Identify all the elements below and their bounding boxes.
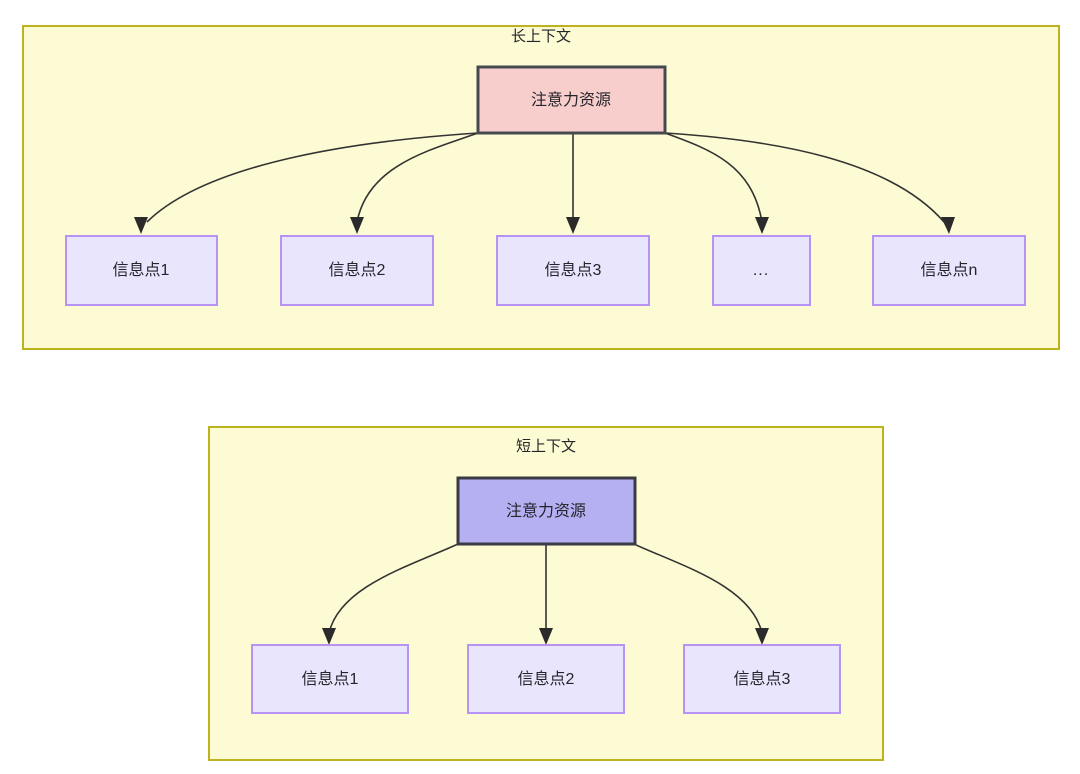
- arrowhead-short-info-1: [322, 628, 336, 645]
- arrowhead-short-info-3: [755, 628, 769, 645]
- long-context-info-label-3: 信息点3: [545, 261, 602, 279]
- short-context-info-node-1[interactable]: 信息点1: [251, 644, 409, 714]
- short-context-info-label-3: 信息点3: [734, 670, 791, 688]
- long-context-info-label-ellipsis: ...: [753, 262, 769, 279]
- edge-short-attention-to-info-1: [328, 543, 459, 634]
- arrowhead-short-info-2: [539, 628, 553, 645]
- long-context-group: 长上下文 注意: [22, 25, 1060, 350]
- short-context-info-label-1: 信息点1: [302, 670, 359, 688]
- short-context-edges: [322, 543, 769, 645]
- long-context-attention-rect[interactable]: [476, 65, 667, 135]
- long-context-info-node-1[interactable]: 信息点1: [65, 235, 218, 306]
- long-context-info-label-1: 信息点1: [113, 261, 170, 279]
- edge-attention-to-info-ellipsis: [664, 132, 763, 223]
- long-context-info-node-2[interactable]: 信息点2: [280, 235, 434, 306]
- long-context-info-node-n[interactable]: 信息点n: [872, 235, 1026, 306]
- short-context-info-node-2[interactable]: 信息点2: [467, 644, 625, 714]
- short-context-attention-rect[interactable]: [456, 476, 637, 546]
- edge-short-attention-to-info-3: [633, 543, 763, 634]
- short-context-title: 短上下文: [516, 438, 576, 455]
- long-context-info-node-ellipsis[interactable]: ...: [712, 235, 811, 306]
- edge-attention-to-info-n: [664, 132, 945, 223]
- short-context-info-label-2: 信息点2: [518, 670, 575, 688]
- short-context-info-rect-2[interactable]: [467, 644, 625, 714]
- short-context-info-node-3[interactable]: 信息点3: [683, 644, 841, 714]
- long-context-attention-node[interactable]: 注意力资源: [476, 65, 667, 135]
- arrowhead-info-ellipsis: [755, 217, 769, 234]
- long-context-info-rect-ellipsis[interactable]: [712, 235, 811, 306]
- long-context-attention-label: 注意力资源: [531, 90, 611, 109]
- short-context-info-rect-3[interactable]: [683, 644, 841, 714]
- arrowhead-info-1: [134, 217, 148, 234]
- long-context-info-label-2: 信息点2: [329, 261, 386, 279]
- arrowhead-info-3: [566, 217, 580, 234]
- arrowhead-info-n: [941, 217, 955, 234]
- short-context-group: 短上下文 注意力资源 信息点1: [208, 426, 884, 761]
- short-context-info-rect-1[interactable]: [251, 644, 409, 714]
- short-context-attention-node[interactable]: 注意力资源: [456, 476, 637, 546]
- long-context-info-rect-2[interactable]: [280, 235, 434, 306]
- long-context-info-node-3[interactable]: 信息点3: [496, 235, 650, 306]
- long-context-info-rect-n[interactable]: [872, 235, 1026, 306]
- long-context-info-label-n: 信息点n: [921, 261, 978, 279]
- edge-attention-to-info-2: [356, 132, 479, 223]
- short-context-attention-label: 注意力资源: [506, 501, 586, 520]
- long-context-info-rect-1[interactable]: [65, 235, 218, 306]
- long-context-title: 长上下文: [511, 28, 571, 45]
- arrowhead-info-2: [350, 217, 364, 234]
- edge-attention-to-info-1: [146, 132, 479, 223]
- long-context-info-rect-3[interactable]: [496, 235, 650, 306]
- long-context-edges: [134, 132, 955, 234]
